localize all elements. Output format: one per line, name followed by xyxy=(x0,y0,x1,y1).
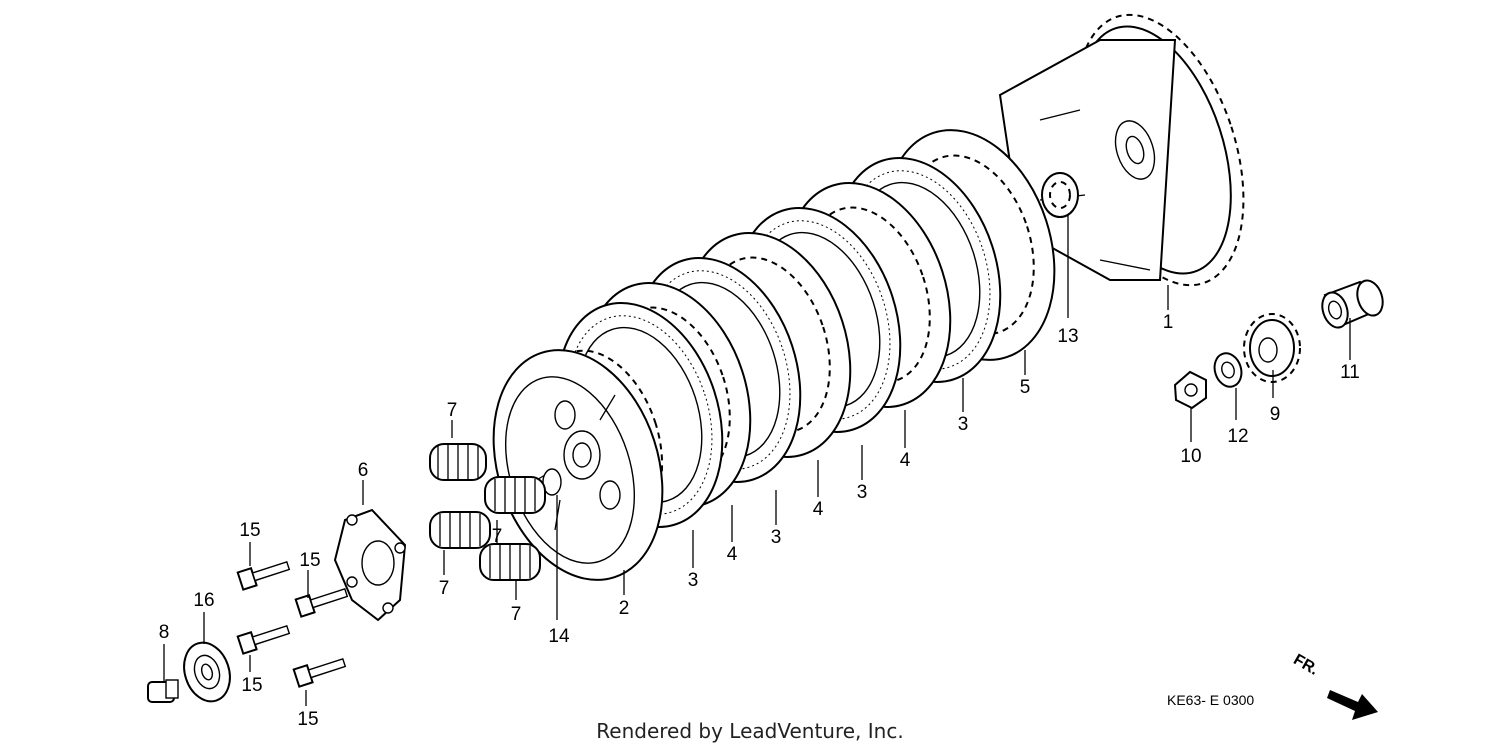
front-direction-indicator: FR. xyxy=(1290,651,1378,720)
callout-7: 7 xyxy=(511,604,522,625)
callout-14: 14 xyxy=(548,626,570,647)
bearing xyxy=(183,641,231,703)
lock-nut xyxy=(1173,370,1207,410)
callout-1: 1 xyxy=(1163,312,1174,333)
clutch-plate-stack xyxy=(556,129,1056,528)
lifter-plate xyxy=(333,508,407,622)
callout-15: 15 xyxy=(297,709,318,730)
callout-6: 6 xyxy=(358,460,369,481)
callout-12: 12 xyxy=(1227,426,1248,447)
callout-7: 7 xyxy=(447,400,458,421)
callout-15: 15 xyxy=(241,675,262,696)
callout-4: 4 xyxy=(813,499,824,520)
washer xyxy=(1213,352,1243,388)
callout-15: 15 xyxy=(239,520,260,541)
callout-9: 9 xyxy=(1270,404,1281,425)
primary-drive-gear xyxy=(1243,313,1301,383)
diagram-code: KE63- E 0300 xyxy=(1167,692,1254,708)
callout-4: 4 xyxy=(900,450,911,471)
callout-7: 7 xyxy=(492,526,503,547)
lifter-pin xyxy=(147,679,179,703)
clutch-bolts xyxy=(236,560,349,688)
credit-line: Rendered by LeadVenture, Inc. xyxy=(596,719,903,743)
callout-5: 5 xyxy=(1020,377,1031,398)
pressure-plate xyxy=(492,349,664,581)
callout-4: 4 xyxy=(727,544,738,565)
leader-lines xyxy=(163,215,1351,706)
callout-3: 3 xyxy=(958,414,969,435)
callout-8: 8 xyxy=(159,622,170,643)
callout-labels: 1 2 3 4 3 4 3 4 3 5 6 7 7 7 7 8 9 10 11 … xyxy=(159,312,1360,730)
callout-7: 7 xyxy=(439,578,450,599)
callout-13: 13 xyxy=(1057,326,1078,347)
callout-10: 10 xyxy=(1180,446,1201,467)
callout-15: 15 xyxy=(299,550,320,571)
thrust-washer xyxy=(1041,172,1079,218)
callout-11: 11 xyxy=(1340,362,1360,383)
callout-2: 2 xyxy=(619,598,630,619)
callout-3: 3 xyxy=(771,527,782,548)
clutch-springs xyxy=(429,443,546,581)
direction-arrow-icon xyxy=(1327,690,1378,720)
collar xyxy=(1321,279,1384,329)
callout-16: 16 xyxy=(193,590,214,611)
direction-label: FR. xyxy=(1290,651,1321,679)
callout-3: 3 xyxy=(857,482,868,503)
callout-3: 3 xyxy=(688,570,699,591)
